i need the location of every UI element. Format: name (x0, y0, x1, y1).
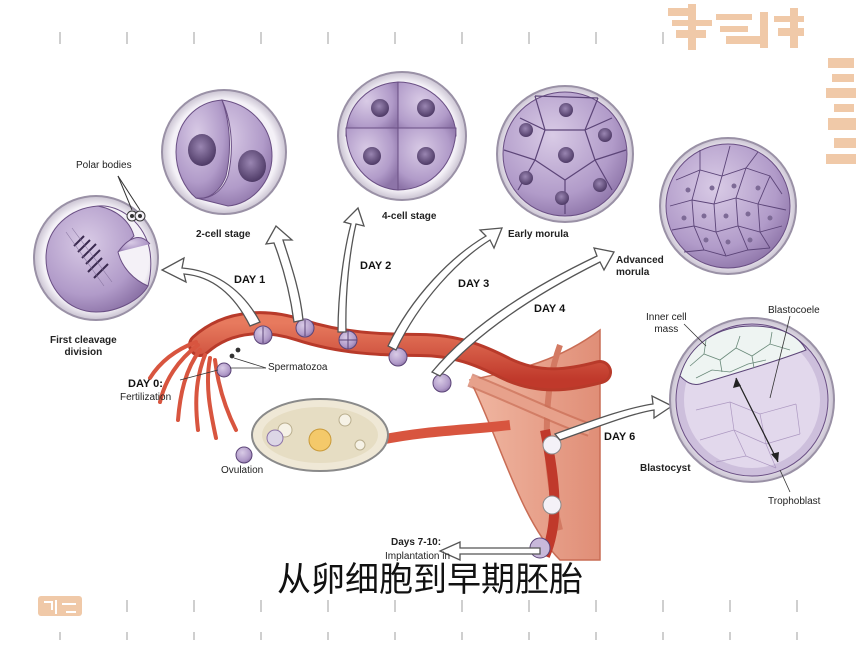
arrow-to-first-cleavage (160, 256, 261, 327)
blastocoele-axis (735, 377, 779, 463)
inner-cell-mass-label: Inner cell mass (646, 312, 687, 335)
four-cell-stage-label: 4-cell stage (382, 211, 437, 222)
day1-label: DAY 1 (234, 274, 266, 286)
early-morula-label: Early morula (508, 229, 569, 240)
trophoblast-label: Trophoblast (768, 496, 821, 507)
arrow-to-early-morula (387, 227, 503, 351)
blastocyst-label: Blastocyst (640, 463, 691, 474)
advanced-morula (659, 137, 797, 275)
arrow-to-blastocyst (553, 394, 674, 441)
stage-arrows (160, 206, 674, 562)
blastocoele-label: Blastocoele (768, 305, 820, 316)
decorative-seal-bottom-left (38, 596, 82, 616)
advanced-morula-label: Advanced morula (616, 255, 664, 278)
polar-bodies-label: Polar bodies (76, 160, 132, 171)
day4-label: DAY 4 (534, 303, 566, 315)
background-tick-marks (59, 32, 798, 640)
blastocyst (669, 315, 835, 493)
arrow-to-2cell (264, 224, 304, 323)
fimbriae (148, 340, 238, 440)
first-cleavage-label: First cleavage division (50, 335, 117, 358)
arrow-to-4cell (337, 206, 365, 333)
reproductive-tract (148, 311, 612, 561)
early-morula (496, 85, 634, 223)
arrow-to-implantation (438, 540, 541, 562)
decorative-seal-top-right (668, 4, 804, 50)
first-cleavage-cell (33, 175, 159, 321)
day6-label: DAY 6 (604, 431, 636, 443)
fertilization-label: Fertilization (120, 392, 172, 403)
implantation-label: Implantation in (385, 551, 451, 562)
slide-caption: 从卵细胞到早期胚胎 (277, 560, 583, 600)
day2-label: DAY 2 (360, 260, 392, 272)
decorative-seal-right (826, 58, 856, 164)
tube-embryos (216, 318, 562, 559)
ovulation-label: Ovulation (221, 465, 264, 476)
four-cell-embryo (337, 71, 467, 201)
day3-label: DAY 3 (458, 278, 490, 290)
arrow-to-advanced-morula (430, 247, 616, 377)
two-cell-embryo (161, 89, 287, 215)
spermatozoa-pointers (179, 347, 267, 381)
spermatozoa-label: Spermatozoa (268, 362, 328, 373)
days-7-10-label: Days 7-10: (391, 537, 442, 548)
day0-label: DAY 0: (128, 378, 163, 390)
two-cell-stage-label: 2-cell stage (196, 229, 251, 240)
